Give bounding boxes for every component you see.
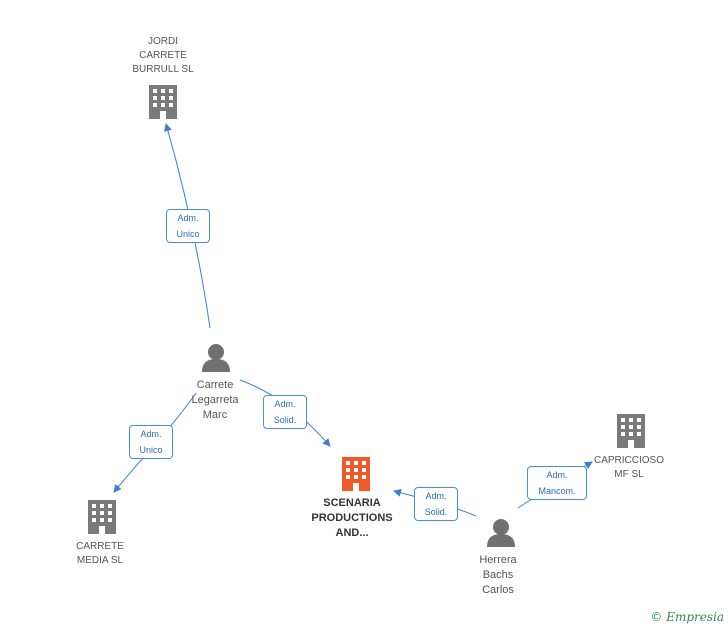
- node-label-herrera-bachs-carlos[interactable]: Herrera Bachs Carlos: [479, 554, 517, 596]
- building-icon[interactable]: [342, 457, 370, 491]
- edge-badge-marc-scenaria[interactable]: Adm. Solid.: [263, 395, 307, 429]
- node-label-capriccioso[interactable]: CAPRICCIOSO MF SL: [593, 455, 664, 480]
- edge-badge-marc-jordi[interactable]: Adm. Unico: [166, 209, 210, 243]
- edge-badge-herrera-scenaria[interactable]: Adm. Solid.: [414, 487, 458, 521]
- building-icon[interactable]: [617, 414, 645, 448]
- edge-badge-marc-media[interactable]: Adm. Unico: [129, 425, 173, 459]
- empresia-logo: ©Empresia: [650, 610, 724, 624]
- building-icon[interactable]: [149, 85, 177, 119]
- node-label-scenaria-productions[interactable]: SCENARIA PRODUCTIONS AND...: [311, 497, 393, 539]
- person-icon[interactable]: [202, 344, 230, 372]
- node-label-carrete-media[interactable]: CARRETE MEDIA SL: [76, 541, 124, 566]
- brand-name: Empresia: [666, 610, 724, 624]
- building-icon[interactable]: [88, 500, 116, 534]
- node-label-jordi-carrete-burrull[interactable]: JORDI CARRETE BURRULL SL: [132, 36, 194, 75]
- person-icon[interactable]: [487, 519, 515, 547]
- copyright-symbol: ©: [650, 610, 663, 624]
- node-label-carrete-legarreta-marc[interactable]: Carrete Legarreta Marc: [191, 379, 239, 421]
- edge-badge-herrera-capriccioso[interactable]: Adm. Mancom.: [527, 466, 587, 500]
